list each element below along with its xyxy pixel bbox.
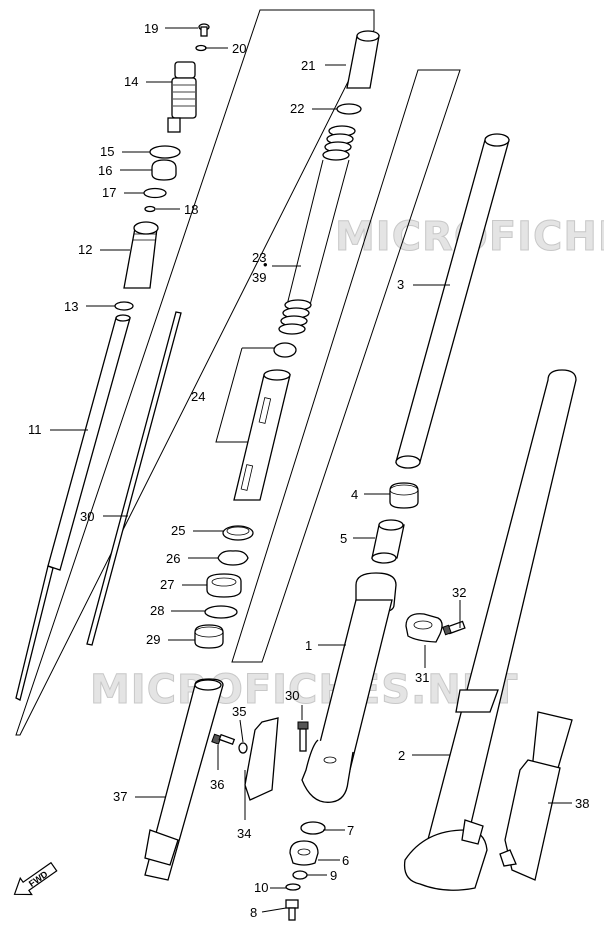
- part-29-bushing: [194, 624, 224, 649]
- label-part-36: 36: [210, 777, 224, 792]
- part-6-base-valve: [289, 840, 319, 866]
- label-part-30: 30: [80, 509, 94, 524]
- label-part-23: 23: [252, 250, 266, 265]
- part-36-bolt: [211, 733, 236, 746]
- part-31-bolt: [297, 721, 309, 752]
- part-26-clip: [217, 550, 249, 566]
- assembly-outline-left: [15, 9, 375, 736]
- label-part-1: 1: [305, 638, 312, 653]
- label-part-6: 6: [342, 853, 349, 868]
- part-34-guard-piece: [244, 717, 279, 801]
- part-8-drain-bolt: [285, 899, 299, 921]
- label-part-24: 24: [191, 389, 205, 404]
- part-24-cartridge: [233, 342, 297, 501]
- label-dot: •: [263, 257, 268, 272]
- label-part-39: 39: [252, 270, 266, 285]
- part-14-adjuster: [167, 61, 197, 133]
- part-11-damper-rod: [15, 314, 131, 701]
- label-part-26: 26: [166, 551, 180, 566]
- part-18-ring: [144, 205, 156, 213]
- label-part-7: 7: [347, 823, 354, 838]
- part-23-spring: [278, 125, 356, 335]
- part-19-bolt: [198, 23, 210, 37]
- label-part-31: 30: [285, 688, 299, 703]
- label-part-25: 25: [171, 523, 185, 538]
- label-part-37: 37: [113, 789, 127, 804]
- part-37-lower-leg: [144, 678, 224, 881]
- leader-lines: [50, 27, 572, 913]
- label-part-11: 11: [28, 422, 42, 437]
- label-part-29: 29: [146, 632, 160, 647]
- label-part-27: 27: [160, 577, 174, 592]
- label-part-32: 31: [415, 670, 429, 685]
- label-part-21: 21: [301, 58, 315, 73]
- label-part-28: 28: [150, 603, 164, 618]
- bracket-24: [215, 347, 275, 443]
- part-7-oring: [300, 821, 326, 835]
- part-30-rod: [86, 311, 182, 646]
- label-part-17: 17: [102, 185, 116, 200]
- label-part-12: 12: [78, 242, 92, 257]
- label-part-15: 15: [100, 144, 114, 159]
- label-part-20: 20: [232, 41, 246, 56]
- part-21-cap: [346, 30, 380, 89]
- part-38-guard: [499, 711, 573, 881]
- label-part-10: 10: [254, 880, 268, 895]
- part-35-washer: [238, 742, 248, 754]
- part-20-washer: [195, 44, 207, 52]
- assembly-outline-right: [231, 69, 461, 663]
- part-22-ring: [336, 103, 362, 115]
- part-15-ring: [149, 145, 181, 159]
- part-5-spacer: [371, 519, 405, 564]
- part-12-spacer: [123, 221, 159, 289]
- part-2-outer-tube: [403, 369, 577, 891]
- label-part-9: 9: [330, 868, 337, 883]
- label-part-13: 13: [64, 299, 78, 314]
- part-4-bushing: [389, 482, 419, 509]
- label-part-14: 14: [124, 74, 138, 89]
- label-part-22: 22: [290, 101, 304, 116]
- label-part-34: 34: [237, 826, 251, 841]
- label-part-38: 38: [575, 796, 589, 811]
- part-16-collar: [151, 159, 177, 181]
- label-part-4: 4: [351, 487, 358, 502]
- label-part-18: 18: [184, 202, 198, 217]
- label-part-33: 32: [452, 585, 466, 600]
- label-part-2: 2: [398, 748, 405, 763]
- label-part-16: 16: [98, 163, 112, 178]
- label-part-5: 5: [340, 531, 347, 546]
- label-part-35: 35: [232, 704, 246, 719]
- label-part-19: 19: [144, 21, 158, 36]
- label-part-8: 8: [250, 905, 257, 920]
- part-10-washer: [285, 883, 301, 891]
- part-28-ring: [204, 605, 238, 619]
- part-number-labels: 19 20 14 15 16 17 18 12 13 11 30 21 22 2…: [28, 21, 589, 920]
- part-3-inner-tube: [395, 133, 510, 469]
- part-1-outer-tube: [301, 572, 397, 803]
- part-33-bolt: [442, 620, 466, 636]
- part-27-dust-seal: [206, 573, 242, 598]
- part-32-clamp: [405, 613, 443, 643]
- watermark-lower: MICROFICHES.NET: [90, 667, 518, 713]
- fwd-arrow-icon: FWD: [13, 861, 58, 896]
- label-part-3: 3: [397, 277, 404, 292]
- part-13-ring: [114, 301, 134, 311]
- part-9-washer: [292, 870, 308, 880]
- part-17-oring: [143, 187, 167, 199]
- part-25-seal: [222, 525, 254, 541]
